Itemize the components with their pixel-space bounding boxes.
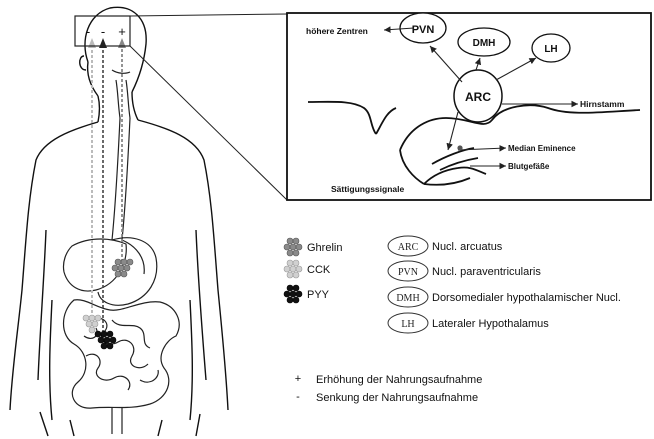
dmh-label: DMH (473, 38, 496, 49)
arc-legend-abbr: ARC (398, 242, 419, 253)
pyy-legend-icon (284, 285, 302, 303)
cck-legend-label: CCK (307, 264, 331, 276)
decrease-label: Senkung der Nahrungsaufnahme (316, 392, 478, 404)
pvn-label: PVN (412, 24, 435, 36)
decrease-sign: - (296, 391, 300, 403)
nuclei-legend: ARC Nucl. arcuatus PVN Nucl. paraventric… (388, 236, 621, 333)
ghrelin-legend-icon (284, 238, 302, 256)
median-eminence-dot (457, 145, 462, 150)
brainstem-label: Hirnstamm (580, 99, 625, 109)
higher-centers-label: höhere Zentren (306, 26, 368, 36)
satiety-signals-label: Sättigungssignale (331, 184, 404, 194)
dmh-legend-abbr: DMH (396, 293, 419, 304)
cck-cluster (83, 315, 101, 333)
lh-label: LH (544, 44, 557, 55)
sign-3: + (118, 24, 126, 39)
median-eminence-label: Median Eminence (508, 144, 576, 153)
cck-legend-icon (284, 260, 302, 278)
pvn-legend-abbr: PVN (398, 267, 418, 278)
pyy-legend-label: PYY (307, 289, 330, 301)
lh-legend-abbr: LH (401, 319, 414, 330)
lh-legend-name: Lateraler Hypothalamus (432, 318, 549, 330)
zoom-line-top (130, 14, 287, 16)
sign-2: - (101, 24, 105, 39)
sign-1: - (86, 24, 90, 39)
ghrelin-legend-label: Ghrelin (307, 242, 342, 254)
arc-label: ARC (465, 90, 491, 104)
dmh-legend-name: Dorsomedialer hypothalamischer Nucl. (432, 292, 621, 304)
blood-vessels-label: Blutgefäße (508, 162, 550, 171)
hormone-legend: Ghrelin CCK PYY (284, 238, 342, 303)
effect-legend: + Erhöhung der Nahrungsaufnahme - Senkun… (295, 373, 483, 404)
zoom-line-bottom (130, 46, 287, 200)
ghrelin-cluster (112, 259, 133, 277)
human-body-figure (10, 7, 228, 436)
arc-legend-name: Nucl. arcuatus (432, 241, 503, 253)
increase-sign: + (295, 373, 301, 385)
increase-label: Erhöhung der Nahrungsaufnahme (316, 374, 482, 386)
signal-pathways (88, 38, 126, 338)
pyy-cluster (95, 331, 116, 349)
pvn-legend-name: Nucl. paraventricularis (432, 266, 541, 278)
